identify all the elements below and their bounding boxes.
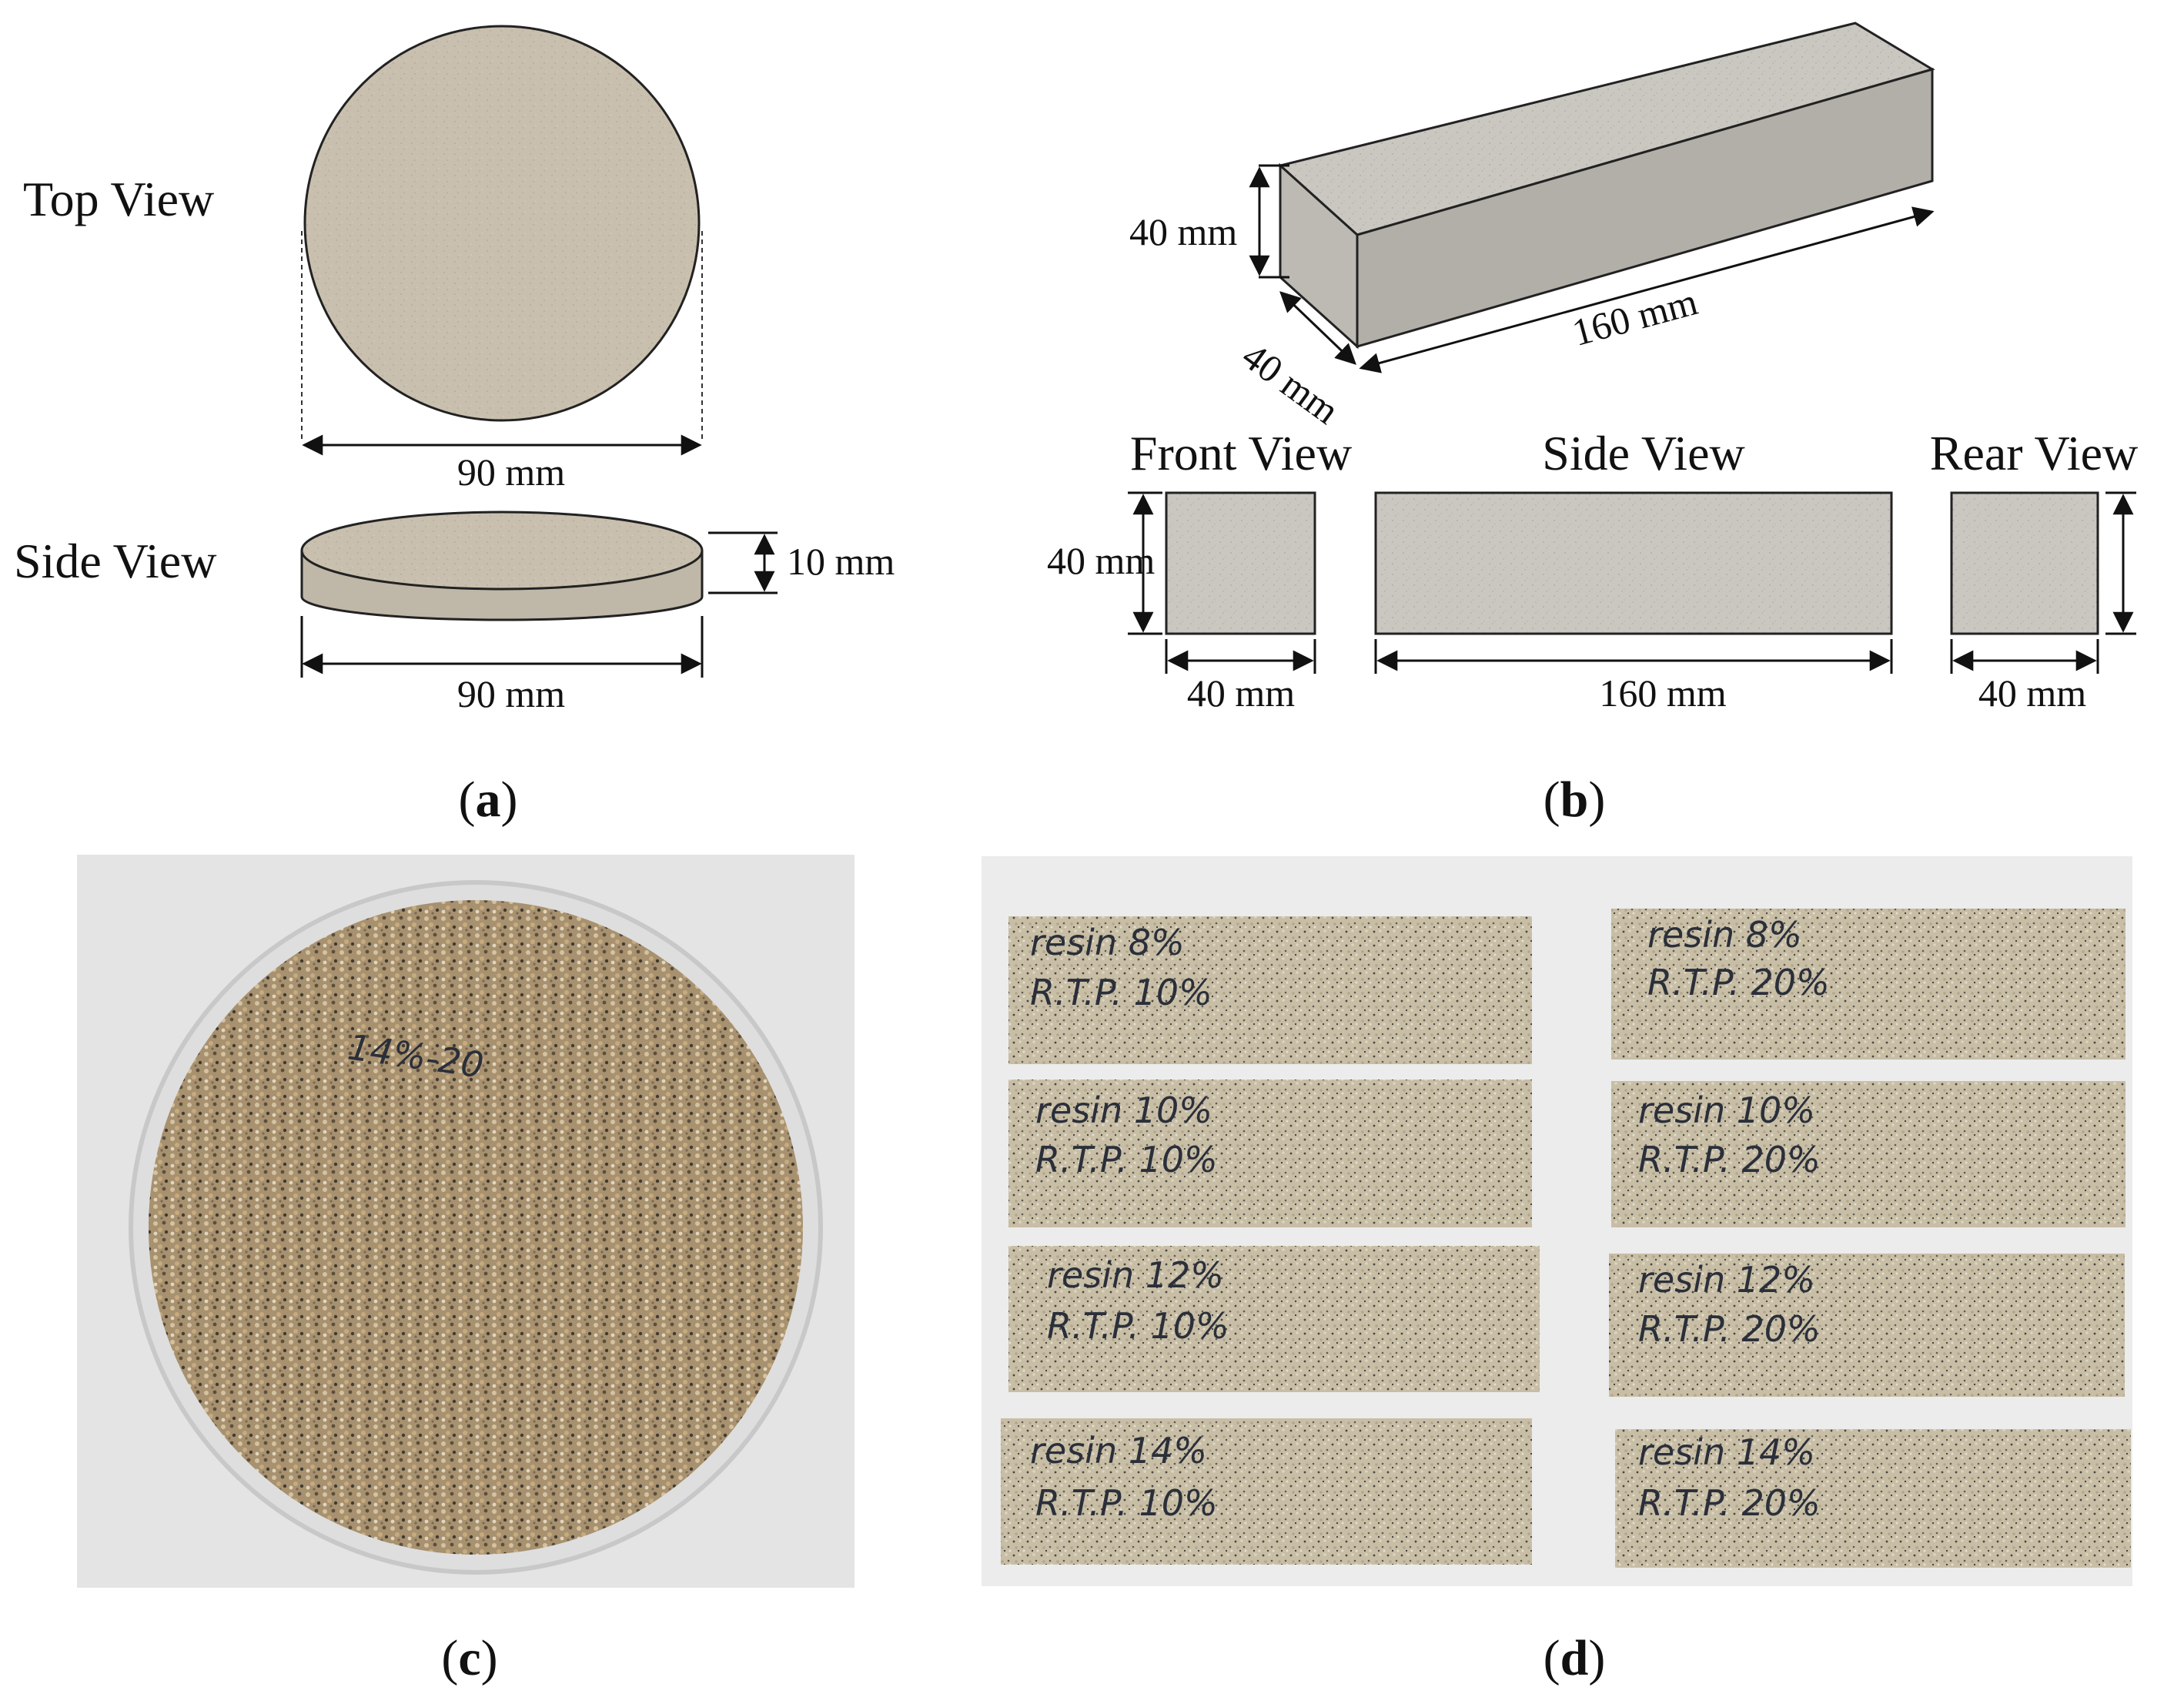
front-view-label: Front View — [1130, 426, 1352, 480]
prism-3d — [1277, 22, 1935, 350]
disc-top-view — [303, 25, 701, 422]
specimen-3 — [1008, 1080, 1532, 1227]
specimen-2-resin: resin 8% — [1647, 914, 1802, 956]
diameter-label-top: 90 mm — [457, 450, 565, 494]
specimen-5-resin: resin 12% — [1047, 1254, 1224, 1296]
front-width-label: 40 mm — [1187, 671, 1295, 715]
specimen-8-rtp: R.T.P. 20% — [1638, 1482, 1821, 1524]
prism-width-label: 40 mm — [1235, 334, 1347, 433]
specimen-6 — [1609, 1254, 2125, 1397]
caption-b: (b) — [1544, 772, 1606, 828]
panel-a: Top View Side View 90 mm 10 mm 90 mm (a) — [14, 25, 895, 828]
prism-length-label: 160 mm — [1568, 280, 1702, 354]
specimen-2 — [1611, 909, 2125, 1060]
specimen-2-rtp: R.T.P. 20% — [1647, 962, 1830, 1003]
front-view-square — [1165, 491, 1316, 635]
specimen-7-rtp: R.T.P. 10% — [1035, 1482, 1218, 1524]
specimen-5 — [1008, 1246, 1540, 1392]
rear-view-label: Rear View — [1930, 426, 2138, 480]
specimen-4 — [1611, 1081, 2125, 1227]
prism-width-dimension — [1279, 291, 1356, 365]
specimen-8-resin: resin 14% — [1638, 1431, 1815, 1473]
specimen-7-resin: resin 14% — [1030, 1430, 1207, 1471]
panel-d: resin 8% R.T.P. 10% resin 8% R.T.P. 20% … — [982, 856, 2132, 1686]
panel-b: 40 mm 40 mm 160 mm Front View Side View … — [1047, 22, 2138, 828]
top-view-label: Top View — [23, 172, 214, 226]
panel-c: 14%-20 (c) — [77, 855, 855, 1686]
caption-d: (d) — [1544, 1630, 1606, 1686]
specimen-3-rtp: R.T.P. 10% — [1035, 1139, 1218, 1180]
specimen-3-resin: resin 10% — [1035, 1090, 1212, 1131]
thickness-label: 10 mm — [787, 540, 895, 583]
specimen-8 — [1615, 1429, 2131, 1568]
specimen-7 — [1001, 1418, 1532, 1565]
specimen-5-rtp: R.T.P. 10% — [1047, 1305, 1229, 1347]
side-view-label-b: Side View — [1542, 426, 1744, 480]
rear-view-square — [1950, 491, 2099, 635]
disc-side-view — [300, 511, 704, 621]
specimen-6-resin: resin 12% — [1638, 1259, 1815, 1301]
side-length-label: 160 mm — [1599, 671, 1726, 715]
diameter-label-side: 90 mm — [457, 672, 565, 715]
prism-length-dimension — [1359, 206, 1935, 373]
prism-height-label: 40 mm — [1129, 210, 1237, 253]
specimen-1-rtp: R.T.P. 10% — [1030, 972, 1212, 1013]
specimen-6-rtp: R.T.P. 20% — [1638, 1308, 1821, 1350]
rear-width-label: 40 mm — [1978, 671, 2086, 715]
side-view-rectangle — [1374, 491, 1893, 635]
caption-c: (c) — [441, 1630, 497, 1686]
specimen-4-resin: resin 10% — [1638, 1090, 1815, 1131]
caption-a: (a) — [459, 772, 518, 828]
side-view-label: Side View — [14, 534, 216, 588]
front-height-label: 40 mm — [1047, 539, 1155, 582]
petri-dish-sand — [149, 900, 803, 1555]
specimen-4-rtp: R.T.P. 20% — [1638, 1139, 1821, 1180]
specimen-1 — [1008, 916, 1532, 1064]
specimen-1-resin: resin 8% — [1030, 922, 1185, 963]
